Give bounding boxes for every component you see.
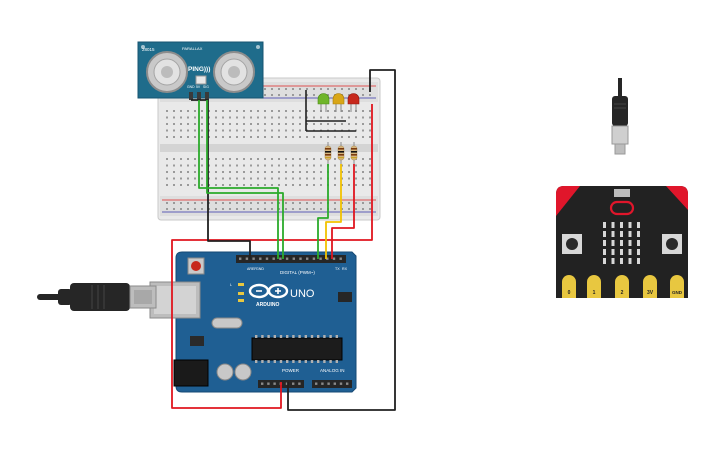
led-l-indicator [238,283,244,286]
resistor-2[interactable] [337,142,345,164]
breadboard-ground-jumpers [305,90,356,132]
sensor-mount-hole [141,45,145,49]
led-red[interactable] [347,93,360,113]
microbit-pad-2[interactable]: 2 [615,275,629,298]
sensor-pin-gnd[interactable] [189,92,193,100]
microbit-cable-housing [612,96,628,126]
voltage-regulator [190,336,204,346]
usb-cable-housing [70,283,130,311]
arduino-uno[interactable]: DIGITAL (PWM~) AREF GND TX RX L UNO ARDU… [149,251,357,393]
led-green[interactable] [317,93,330,113]
resistor-1[interactable] [324,142,332,164]
sensor-pin-label-gnd: GND [187,85,195,89]
microbit-accent-right [666,186,688,210]
led-yellow[interactable] [332,93,345,113]
power-label: POWER [282,368,300,373]
capacitor-1 [216,363,234,381]
digital-header[interactable] [236,255,346,263]
microbit-cable-tip [614,143,626,155]
microbit-pad-label-2: 2 [621,290,624,296]
sensor-pin-5v[interactable] [197,92,201,100]
tx-label: TX [335,267,340,271]
usb-b-port-inner [154,286,196,314]
microbit-pad-3v[interactable]: 3V [643,275,657,298]
analog-label: ANALOG IN [320,368,345,373]
arduino-model-label: UNO [290,288,315,300]
capacitor-2 [234,363,252,381]
microbit-pad-label-1: 1 [593,290,596,296]
sensor-transducer-right [213,51,255,93]
analog-header[interactable] [312,380,352,388]
microbit-accent-left [556,186,580,216]
usb-cable-strain-relief [58,289,72,305]
aref-label: AREF [247,267,257,271]
wire-green-sensor-sig [198,100,279,259]
microbit[interactable]: 0 1 2 3V GND [556,78,688,298]
arduino-brand-label: ARDUINO [256,302,279,308]
wire-red-led [331,164,355,259]
microbit-pad-label-0: 0 [568,290,571,296]
microbit-pad-1[interactable]: 1 [587,275,601,298]
led-rx-indicator [238,299,244,302]
dc-power-jack[interactable] [173,359,209,387]
led-l-label: L [230,283,232,287]
rx-label: RX [342,267,348,271]
wire-green-led [317,164,329,259]
icsp-header [338,292,352,302]
microbit-pad-label-3v: 3V [647,290,654,296]
sensor-model-label: PING))) [188,66,210,73]
microbit-usb-port [614,189,630,197]
microbit-pad-0[interactable]: 0 [562,275,576,298]
microbit-cable-plug [611,125,629,145]
wires [171,69,396,411]
sensor-crystal [195,75,207,85]
sensor-transducer-left [146,51,188,93]
microbit-logo-icon[interactable] [609,200,635,216]
breadboard-center-channel [160,144,378,152]
resistor-3[interactable] [350,142,358,164]
gnd-label: GND [256,267,264,271]
digital-label: DIGITAL (PWM~) [280,270,315,275]
atmega-chip-pins [255,335,338,363]
led-tx-indicator [238,292,244,295]
usb-cable[interactable] [37,283,157,311]
digital-header-pins [239,257,342,260]
wire-black-sensor-gnd [191,99,251,259]
sensor-pin-label-5v: 5V [196,85,201,89]
wire-red-5v-loop [171,104,373,409]
microbit-pad-label-gnd: GND [672,290,683,295]
wire-yellow-led [325,164,342,259]
microbit-pad-gnd[interactable]: GND [670,275,684,298]
arduino-logo-icon [248,283,289,299]
reset-button-cap [191,261,201,271]
crystal-oscillator [211,317,243,329]
atmega-chip [251,337,343,361]
sensor-pin-sig[interactable] [205,92,209,100]
sensor-pin-label-sig: SIG [203,85,209,89]
sensor-part-number: 28015 [142,47,155,52]
wire-green-sensor-sig-2 [206,100,284,259]
ultrasonic-sensor[interactable]: 28015 PARALLAX PING))) GND 5V SIG [137,41,264,100]
microbit-led-matrix [603,222,640,264]
sensor-mount-hole [256,45,260,49]
sensor-brand-line: PARALLAX [182,46,203,51]
usb-cable-plug-inner [134,290,152,304]
breadboard-bottom-rail [160,196,378,216]
wire-black-gnd-loop [287,69,396,411]
